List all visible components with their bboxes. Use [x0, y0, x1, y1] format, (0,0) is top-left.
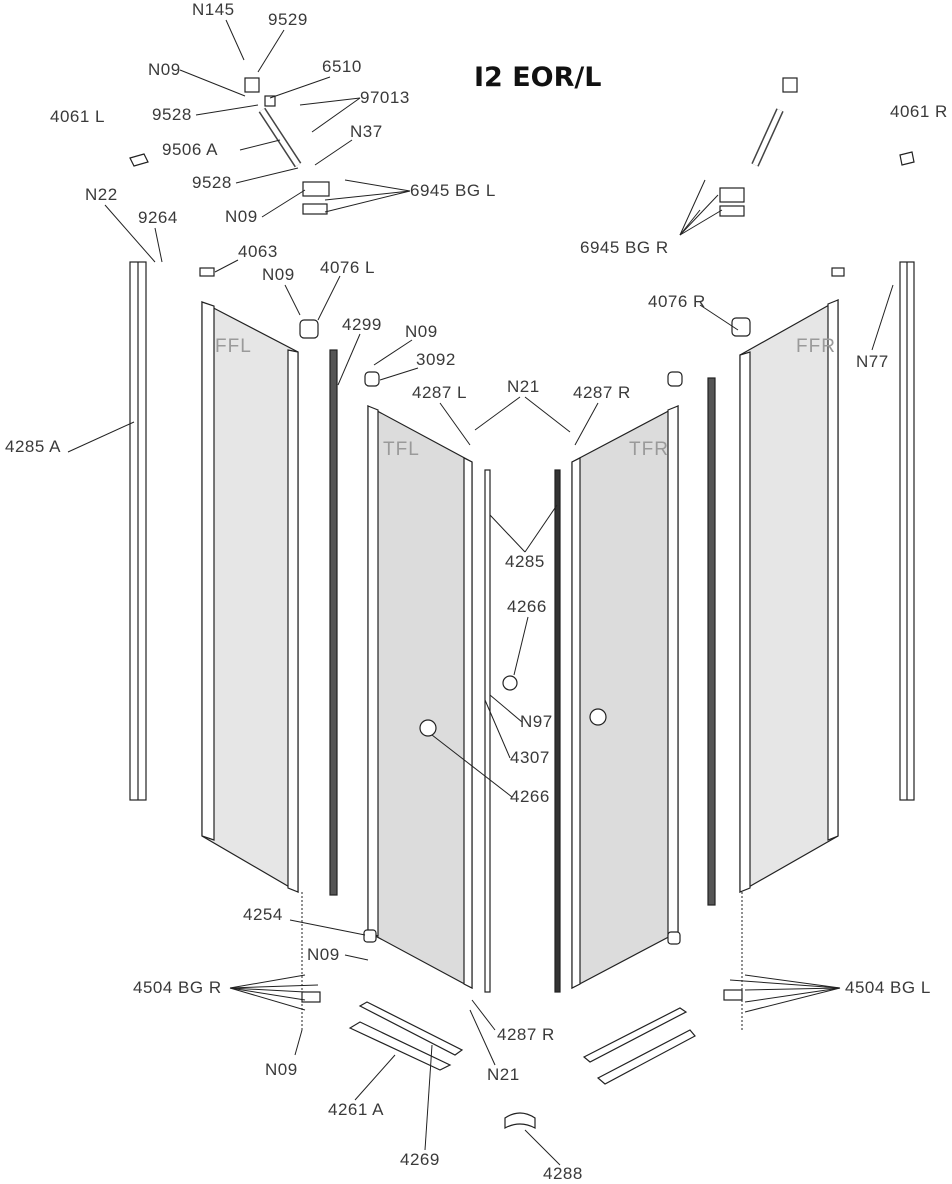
part-label: 4504 BG R [133, 978, 222, 997]
part-label: 9528 [192, 173, 232, 192]
part-label: 4061 L [50, 107, 105, 126]
part-label: 4254 [243, 905, 283, 924]
part-label: 4504 BG L [845, 978, 931, 997]
part-label: 6945 BG R [580, 238, 669, 257]
diagram-title: I2 EOR/L [474, 62, 602, 93]
part-label: N77 [856, 352, 889, 371]
part-label: 6945 BG L [410, 181, 496, 200]
part-label: N09 [265, 1060, 298, 1079]
pane-label-tfr: TFR [629, 439, 669, 460]
fixed-panel-right [739, 298, 839, 894]
part-label: 9529 [268, 10, 308, 29]
fixed-panel-left [201, 301, 299, 894]
part-label: 4063 [238, 242, 278, 261]
part-label: 4269 [400, 1150, 440, 1169]
part-label: 4285 A [5, 437, 61, 456]
pane-label-ffl: FFL [215, 336, 252, 357]
part-label: 4261 A [328, 1100, 384, 1119]
part-label: 9506 A [162, 140, 218, 159]
part-label: 9264 [138, 208, 178, 227]
door-left [367, 404, 473, 990]
part-label: 4307 [510, 748, 550, 767]
part-label: 4061 R [890, 102, 948, 121]
part-label: 9528 [152, 105, 192, 124]
part-label: 4266 [510, 787, 550, 806]
magnet-strip-left [484, 469, 491, 993]
part-label: 3092 [416, 350, 456, 369]
part-label: 6510 [322, 57, 362, 76]
part-label: N37 [350, 122, 383, 141]
part-label: N09 [405, 322, 438, 341]
part-label: N21 [507, 377, 540, 396]
part-label: 4076 L [320, 258, 375, 277]
part-label: N09 [262, 265, 295, 284]
bottom-track-right [596, 1029, 696, 1085]
part-label: N97 [520, 712, 553, 731]
part-label: 4287 R [573, 383, 631, 402]
knob-mid [502, 675, 518, 691]
part-label: N21 [487, 1065, 520, 1084]
part-label: 97013 [360, 88, 410, 107]
seal-right [707, 377, 716, 906]
part-label: 4287 R [497, 1025, 555, 1044]
seal-left [329, 349, 338, 896]
knob-right [589, 708, 607, 726]
part-label: 4266 [507, 597, 547, 616]
door-right [571, 405, 679, 989]
bottom-connector [504, 1112, 536, 1129]
part-label: 4076 R [648, 292, 706, 311]
part-label: 4287 L [412, 383, 467, 402]
leader-lines [67, 19, 894, 1166]
part-label: 4285 [505, 552, 545, 571]
part-label: N09 [148, 60, 181, 79]
magnet-strip-right [554, 469, 561, 993]
part-label: N09 [225, 207, 258, 226]
part-label: 4299 [342, 315, 382, 334]
pane-label-ffr: FFR [796, 336, 836, 357]
bottom-track-left [348, 1021, 452, 1071]
pane-label-tfl: TFL [383, 439, 420, 460]
part-label: 4288 [543, 1164, 583, 1183]
part-label: N09 [307, 945, 340, 964]
knob-left [419, 719, 437, 737]
part-label: N22 [85, 185, 118, 204]
part-label: N145 [192, 0, 235, 19]
